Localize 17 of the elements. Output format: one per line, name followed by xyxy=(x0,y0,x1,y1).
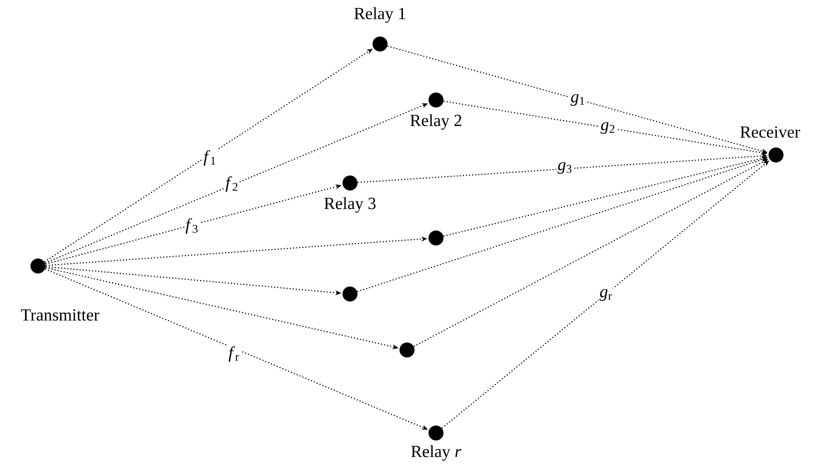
node-dot xyxy=(428,230,444,246)
edge-label: g$_{r}$ xyxy=(598,288,614,302)
node-label: Relay 3 xyxy=(324,197,376,213)
node-label: Transmitter xyxy=(20,309,100,321)
node-dot xyxy=(342,286,358,302)
edge-label: f$_{r}$ xyxy=(227,345,241,363)
node-label: Relay 2 xyxy=(410,114,462,130)
node-label: Relay 1 xyxy=(354,7,406,23)
node-label: Relay r xyxy=(411,445,462,461)
edge-label: f$_{2}$ xyxy=(224,175,240,193)
node-label: Receiver xyxy=(740,126,800,138)
edge-label: g$_{3}$ xyxy=(556,161,574,175)
edge-label: g$_{1}$ xyxy=(570,93,586,107)
edge-label: f$_{1}$ xyxy=(202,149,218,167)
edge-label: f$_{3}$ xyxy=(184,217,200,235)
edge-label: g$_{2}$ xyxy=(600,121,616,135)
node-dot xyxy=(400,342,414,358)
